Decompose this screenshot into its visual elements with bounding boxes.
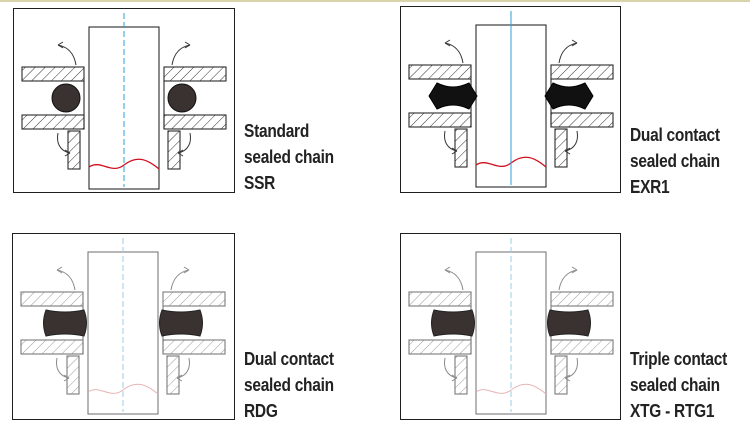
bushing-left <box>66 355 80 395</box>
seal-right <box>159 309 203 337</box>
outer-plate-left <box>408 291 472 307</box>
curved-arrow-icon <box>564 130 578 152</box>
arrow-head <box>571 39 578 47</box>
inner-plate-left <box>408 339 472 355</box>
outer-plate-right <box>550 291 614 307</box>
bushing-left <box>454 355 468 395</box>
seal-right <box>167 83 197 113</box>
rdg-diagram <box>20 238 226 415</box>
curved-arrow-icon <box>444 269 464 291</box>
seal-left <box>431 309 475 337</box>
arrow-head <box>564 374 571 382</box>
curved-arrow-icon <box>444 42 464 64</box>
outer-plate-left <box>408 64 472 80</box>
seal-right <box>547 309 591 337</box>
curved-arrow-icon <box>444 357 458 379</box>
curved-arrow-icon <box>558 42 578 64</box>
arrow-head <box>56 266 63 274</box>
exr1-label: Dual contact sealed chain EXR1 <box>630 122 720 200</box>
exr1-label-line2: sealed chain <box>630 151 720 171</box>
bushing-right <box>167 130 181 170</box>
arrow-head <box>451 374 458 382</box>
xtg-diagram-frame <box>400 233 621 420</box>
curved-arrow-icon <box>558 269 578 291</box>
pin-break-line <box>88 158 160 170</box>
rdg-label-line2: sealed chain <box>244 375 334 395</box>
arrow-head <box>64 149 71 157</box>
outer-plate-left <box>21 66 85 82</box>
curved-arrow-icon <box>170 269 190 291</box>
arrow-head <box>57 41 64 49</box>
rdg-label: Dual contact sealed chain RDG <box>244 346 334 424</box>
xtg-label-line2: sealed chain <box>630 375 720 395</box>
curved-arrow-icon <box>57 44 77 66</box>
bushing-left <box>67 130 81 170</box>
inner-plate-left <box>21 114 85 130</box>
curved-arrow-icon <box>57 132 71 154</box>
inner-plate-right <box>163 114 227 130</box>
curved-arrow-icon <box>444 130 458 152</box>
curved-arrow-icon <box>176 357 190 379</box>
exr1-diagram-frame <box>400 6 621 193</box>
arrow-head <box>176 374 183 382</box>
pin-break-line <box>475 383 547 395</box>
bushing-right <box>554 355 568 395</box>
arrow-head <box>183 266 190 274</box>
inner-plate-left <box>408 112 472 128</box>
xtg-label-line3: XTG - RTG1 <box>630 401 715 421</box>
exr1-label-line1: Dual contact <box>630 125 720 145</box>
seal-left <box>43 309 87 337</box>
xtg-label-line1: Triple contact <box>630 349 728 369</box>
ssr-label: Standard sealed chain SSR <box>244 118 334 196</box>
inner-plate-right <box>550 112 614 128</box>
ssr-diagram <box>21 13 227 190</box>
exr1-diagram <box>408 11 614 188</box>
rdg-label-line1: Dual contact <box>244 349 334 369</box>
bushing-right <box>166 355 180 395</box>
ssr-label-line3: SSR <box>244 173 276 193</box>
arrow-head <box>564 147 571 155</box>
seal-left <box>428 82 478 110</box>
arrow-head <box>571 266 578 274</box>
top-border-line <box>0 0 750 2</box>
outer-plate-right <box>550 64 614 80</box>
rdg-diagram-frame <box>12 233 235 420</box>
ssr-label-line2: sealed chain <box>244 147 334 167</box>
arrow-head <box>451 147 458 155</box>
bushing-left <box>454 128 468 168</box>
inner-plate-right <box>550 339 614 355</box>
ssr-diagram-frame <box>13 8 235 193</box>
inner-plate-right <box>162 339 226 355</box>
curved-arrow-icon <box>56 357 70 379</box>
arrow-head <box>184 41 191 49</box>
xtg-diagram <box>408 238 614 415</box>
seal-left <box>51 83 81 113</box>
seal-right <box>544 82 594 110</box>
exr1-label-line3: EXR1 <box>630 177 670 197</box>
outer-plate-right <box>162 291 226 307</box>
inner-plate-left <box>20 339 84 355</box>
arrow-head <box>444 39 451 47</box>
curved-arrow-icon <box>56 269 76 291</box>
arrow-head <box>63 374 70 382</box>
outer-plate-right <box>163 66 227 82</box>
rdg-label-line3: RDG <box>244 401 278 421</box>
xtg-label: Triple contact sealed chain XTG - RTG1 <box>630 346 727 424</box>
arrow-head <box>444 266 451 274</box>
curved-arrow-icon <box>564 357 578 379</box>
arrow-head <box>177 149 184 157</box>
curved-arrow-icon <box>171 44 191 66</box>
ssr-label-line1: Standard <box>244 121 310 141</box>
curved-arrow-icon <box>177 132 191 154</box>
bushing-right <box>554 128 568 168</box>
outer-plate-left <box>20 291 84 307</box>
pin-break-line <box>87 383 159 395</box>
